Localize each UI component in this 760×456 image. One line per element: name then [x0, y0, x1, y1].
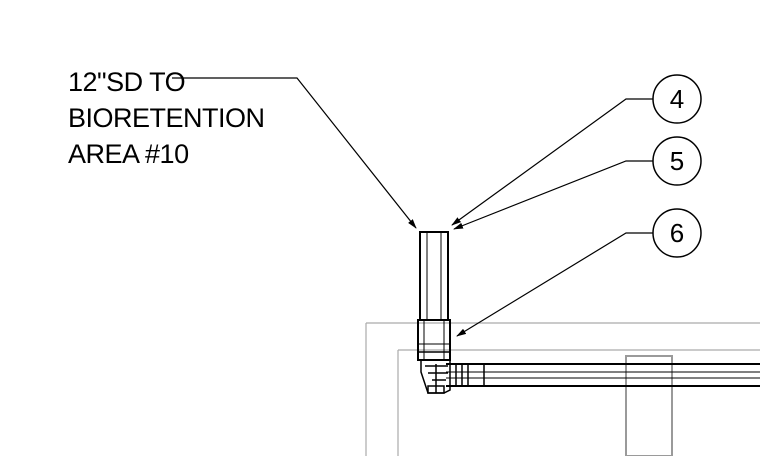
vertical-pipe	[417, 231, 451, 361]
pipe-note: 12"SD TO BIORETENTION AREA #10	[68, 64, 265, 172]
callout-6: 6	[456, 208, 702, 337]
elbow-fitting	[420, 359, 451, 394]
note-line-2: BIORETENTION	[68, 103, 265, 133]
callout-4-leader	[451, 98, 653, 226]
callout-4: 4	[451, 74, 702, 226]
callout-5: 5	[453, 136, 702, 230]
callout-4-number: 4	[670, 84, 684, 114]
column-outline	[625, 355, 673, 456]
callout-6-leader	[456, 232, 653, 337]
note-leader	[172, 77, 417, 229]
horizontal-pipe	[446, 363, 760, 387]
callout-6-number: 6	[670, 218, 684, 248]
callout-5-number: 5	[670, 146, 684, 176]
note-line-1: 12"SD TO	[68, 67, 186, 97]
callout-5-leader	[453, 160, 653, 230]
structure-outline	[365, 322, 760, 456]
note-line-3: AREA #10	[68, 139, 189, 169]
